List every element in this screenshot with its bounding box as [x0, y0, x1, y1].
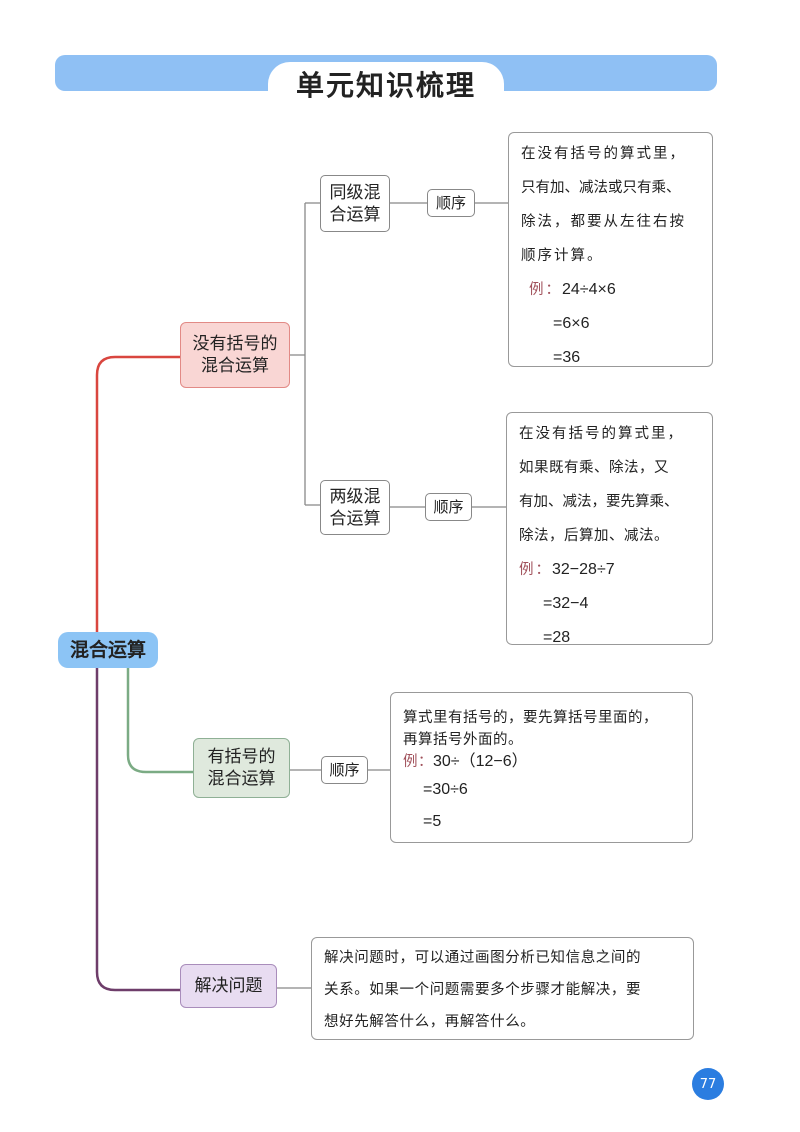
page-title: 单元知识梳理 — [268, 62, 504, 106]
label: 同级混 — [329, 182, 381, 203]
order-node: 顺序 — [425, 493, 472, 521]
node-with-brackets: 有括号的 混合运算 — [193, 738, 290, 798]
rule-box-with-brackets: 算式里有括号的，要先算括号里面的， 再算括号外面的。 例：30÷（12−6） =… — [390, 692, 693, 843]
label: 混合运算 — [207, 769, 276, 789]
example-label: 例： — [403, 754, 433, 770]
example-line: 30÷（12−6） — [433, 753, 528, 770]
example-line: =36 — [553, 349, 581, 366]
rule-line: 顺序计算。 — [521, 248, 604, 264]
rule-box-problem-solving: 解决问题时，可以通过画图分析已知信息之间的 关系。如果一个问题需要多个步骤才能解… — [311, 937, 694, 1040]
example-line: 24÷4×6 — [562, 281, 616, 298]
example-line: =6×6 — [553, 315, 590, 332]
node-same-level: 同级混 合运算 — [320, 175, 390, 232]
page-number: 77 — [692, 1068, 724, 1100]
label: 两级混 — [329, 486, 381, 507]
example-line: 32−28÷7 — [552, 561, 615, 578]
root-node: 混合运算 — [58, 632, 158, 668]
rule-line: 关系。如果一个问题需要多个步骤才能解决，要 — [324, 982, 642, 998]
rule-line: 除法，都要从左往右按 — [521, 214, 686, 230]
example-line: =28 — [543, 629, 571, 646]
rule-line: 只有加、减法或只有乘、 — [521, 180, 681, 196]
example-line: =32−4 — [543, 595, 589, 612]
order-node: 顺序 — [321, 756, 368, 784]
rule-box-same-level: 在没有括号的算式里， 只有加、减法或只有乘、 除法，都要从左往右按 顺序计算。 … — [508, 132, 713, 367]
rule-line: 在没有括号的算式里， — [519, 426, 684, 442]
label: 合运算 — [329, 508, 381, 529]
label: 没有括号的 — [192, 334, 278, 354]
green-branch-line — [126, 668, 193, 774]
label: 有括号的 — [207, 747, 276, 767]
node-two-level: 两级混 合运算 — [320, 480, 390, 535]
node-problem-solving: 解决问题 — [180, 964, 277, 1008]
rule-line: 在没有括号的算式里， — [521, 146, 686, 162]
rule-line: 再算括号外面的。 — [403, 732, 523, 748]
label: 合运算 — [329, 204, 381, 225]
purple-branch-line — [95, 668, 180, 992]
order-node: 顺序 — [427, 189, 475, 217]
example-label: 例： — [529, 282, 562, 298]
example-line: =30÷6 — [423, 781, 468, 798]
rule-line: 有加、减法，要先算乘、 — [519, 494, 679, 510]
label: 混合运算 — [201, 356, 269, 376]
rule-box-two-level: 在没有括号的算式里， 如果既有乘、除法，又 有加、减法，要先算乘、 除法，后算加… — [506, 412, 713, 646]
gray-lines — [277, 202, 508, 989]
red-branch-line — [95, 355, 180, 634]
rule-line: 解决问题时，可以通过画图分析已知信息之间的 — [324, 950, 642, 966]
example-line: =5 — [423, 813, 442, 830]
rule-line: 除法，后算加、减法。 — [519, 528, 669, 544]
example-label: 例： — [519, 562, 552, 578]
rule-line: 算式里有括号的，要先算括号里面的， — [403, 710, 658, 726]
rule-line: 想好先解答什么，再解答什么。 — [324, 1014, 536, 1030]
rule-line: 如果既有乘、除法，又 — [519, 460, 669, 476]
node-no-brackets: 没有括号的 混合运算 — [180, 322, 290, 388]
